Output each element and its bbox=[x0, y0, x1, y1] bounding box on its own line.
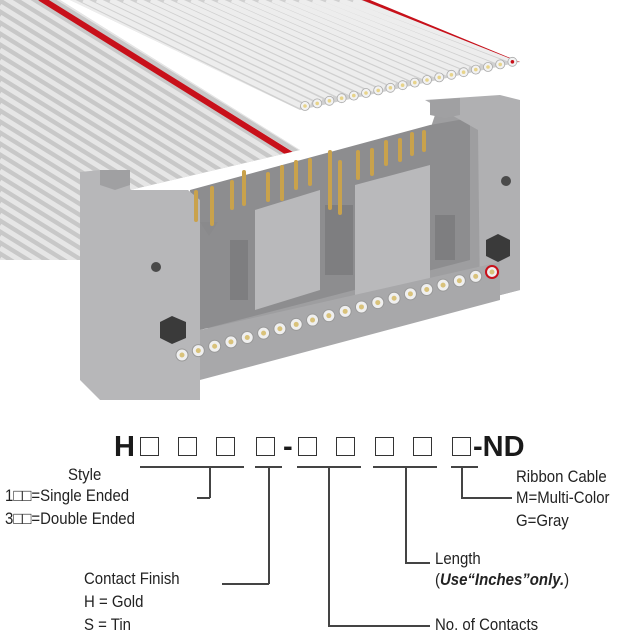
length-note-close: ) bbox=[564, 570, 570, 589]
length-note-emphasis: Use“Inches”only. bbox=[439, 570, 565, 589]
part-number-slot-box bbox=[216, 437, 235, 456]
style-underline bbox=[140, 466, 244, 468]
contacts-title: No. of Contacts bbox=[435, 615, 539, 634]
style-title: Style bbox=[68, 465, 102, 484]
header-pin bbox=[266, 172, 270, 202]
part-number-slot-box bbox=[452, 437, 471, 456]
header-pin bbox=[356, 150, 360, 180]
contacts-leader-line-h bbox=[328, 625, 430, 627]
part-number-slot-box bbox=[140, 437, 159, 456]
contact-finish-option-gold: H = Gold bbox=[84, 592, 144, 611]
header-pin bbox=[338, 160, 342, 215]
part-number-slot-box bbox=[413, 437, 432, 456]
part-number-slot-box bbox=[178, 437, 197, 456]
ribbon-cable-title: Ribbon Cable bbox=[516, 467, 607, 486]
style-option-single: 1□□=Single Ended bbox=[5, 486, 130, 505]
ribbon-cable-underline bbox=[451, 466, 478, 468]
contacts-leader-line bbox=[328, 466, 330, 626]
header-pin bbox=[308, 158, 312, 186]
length-title: Length bbox=[435, 549, 481, 568]
header-pin bbox=[194, 190, 198, 222]
header-pin bbox=[230, 180, 234, 210]
length-leader-line bbox=[405, 466, 407, 563]
length-note: (Use“Inches”only.) bbox=[435, 570, 569, 590]
contact-holes-row bbox=[175, 265, 499, 362]
part-number-slot-box bbox=[256, 437, 275, 456]
style-option-double: 3□□=Double Ended bbox=[5, 509, 135, 528]
part-number-slot-box bbox=[298, 437, 317, 456]
ribbon-cable-option-gray: G=Gray bbox=[516, 511, 569, 530]
ribbon-cable-assembly-image bbox=[0, 0, 520, 400]
style-leader-line bbox=[209, 466, 211, 498]
contact-finish-title: Contact Finish bbox=[84, 569, 180, 588]
part-number-suffix: -ND bbox=[473, 431, 525, 463]
header-pin bbox=[328, 150, 332, 210]
contact-finish-option-tin: S = Tin bbox=[84, 615, 131, 634]
cable-wire-ends bbox=[300, 56, 518, 111]
length-leader-line-h bbox=[405, 562, 430, 564]
header-pin bbox=[370, 148, 374, 176]
header-pin bbox=[384, 140, 388, 166]
header-pin bbox=[210, 186, 214, 226]
header-pin bbox=[242, 170, 246, 206]
contact-finish-leader-line-h bbox=[222, 583, 269, 585]
part-number-prefix: H bbox=[114, 431, 135, 463]
part-number-separator: - bbox=[283, 431, 293, 463]
gold-header-pins bbox=[194, 130, 426, 226]
ribbon-cable-leader-line bbox=[461, 466, 463, 498]
style-leader-line-h bbox=[197, 497, 210, 499]
part-number-slot-box bbox=[336, 437, 355, 456]
header-pin bbox=[410, 132, 414, 156]
ribbon-cable-leader-line-h bbox=[461, 497, 512, 499]
length-note-open: ( bbox=[435, 570, 440, 589]
contact-finish-leader-line bbox=[268, 466, 270, 584]
header-pin bbox=[280, 165, 284, 201]
part-number-slot-box bbox=[375, 437, 394, 456]
ribbon-cable-option-multi: M=Multi-Color bbox=[516, 488, 610, 507]
header-pin bbox=[294, 160, 298, 190]
header-pin bbox=[398, 138, 402, 162]
header-pin bbox=[422, 130, 426, 152]
idc-connector-housing bbox=[80, 95, 520, 400]
